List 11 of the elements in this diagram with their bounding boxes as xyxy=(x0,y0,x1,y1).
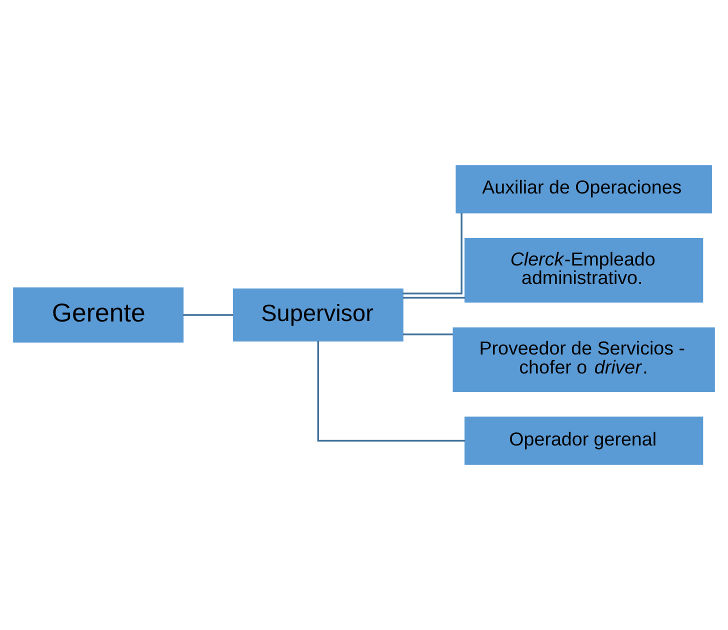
node-box: Clerck-Empleado administrativo. xyxy=(464,238,704,303)
node-box: Auxiliar de Operaciones xyxy=(456,165,712,214)
connector xyxy=(183,314,234,316)
connector xyxy=(317,341,465,442)
connector xyxy=(402,334,453,336)
node-box: Supervisor xyxy=(232,288,404,342)
connector xyxy=(402,212,462,294)
connector xyxy=(402,296,465,299)
node-box: Gerente xyxy=(13,287,184,343)
node-box: Proveedor de Servicios - chofer o driver. xyxy=(452,327,715,392)
node-box: Operador gerenal xyxy=(464,416,704,465)
